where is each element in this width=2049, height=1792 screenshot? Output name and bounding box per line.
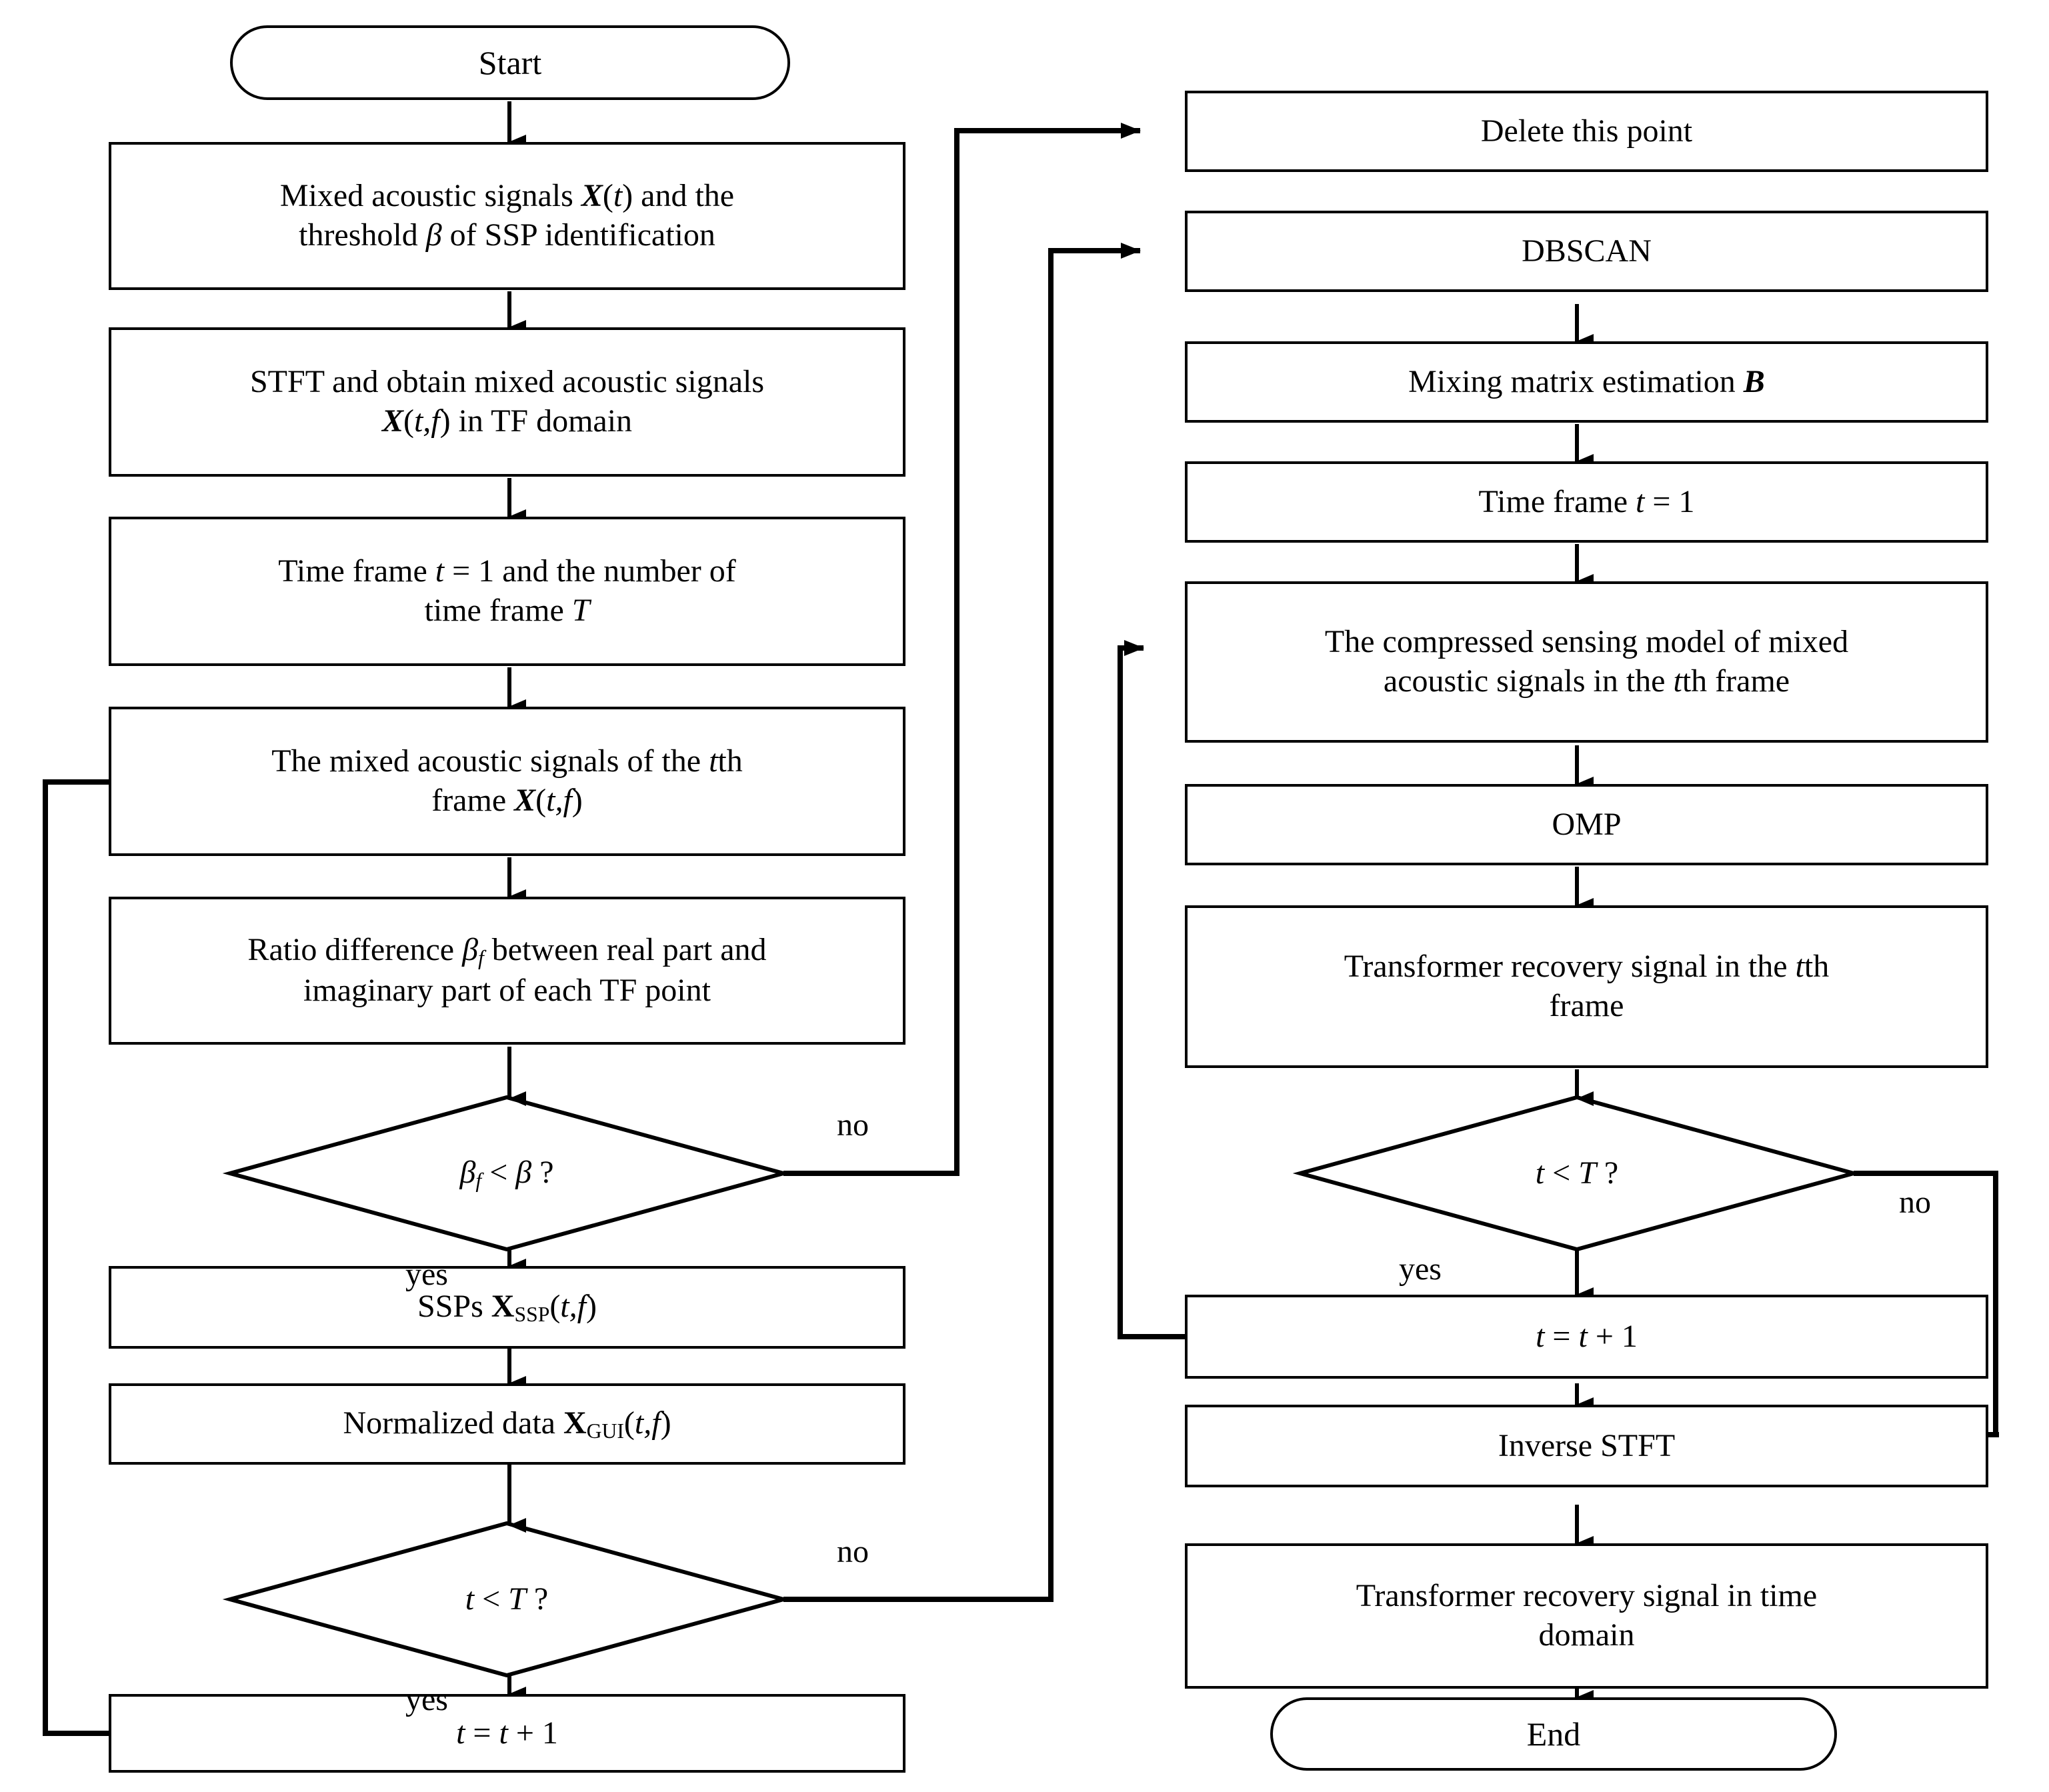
node-omp-label: OMP	[1552, 806, 1622, 842]
node-cs-model-label: The compressed sensing model of mixed ac…	[1324, 624, 1849, 699]
edge-label-tT-right-no: no	[1899, 1185, 1931, 1220]
edge-label-tT-left-no: no	[837, 1534, 869, 1569]
node-increment-left[interactable]: t = t + 1	[109, 1694, 905, 1773]
node-ssps-label: SSPs XSSP(t,f)	[417, 1288, 597, 1326]
node-inverse-stft-label: Inverse STFT	[1498, 1427, 1676, 1463]
node-mixed-tth[interactable]: The mixed acoustic signals of the tth fr…	[109, 707, 905, 856]
node-decision-tT-right-label: t < T ?	[1535, 1155, 1619, 1191]
node-increment-left-label: t = t + 1	[456, 1715, 558, 1751]
node-omp[interactable]: OMP	[1185, 784, 1988, 865]
node-start[interactable]: Start	[230, 25, 790, 100]
node-mixing-matrix-label: Mixing matrix estimation B	[1408, 363, 1765, 399]
node-mixed-tth-label: The mixed acoustic signals of the tth fr…	[271, 743, 743, 818]
node-recovery-time[interactable]: Transformer recovery signal in time doma…	[1185, 1543, 1988, 1689]
edge-label-tT-right-yes: yes	[1399, 1251, 1442, 1287]
node-increment-right[interactable]: t = t + 1	[1185, 1295, 1988, 1379]
node-decision-beta[interactable]: βf < β ?	[230, 1097, 783, 1249]
beta-no-path	[783, 123, 1141, 1176]
node-recovery-time-label: Transformer recovery signal in time doma…	[1356, 1578, 1818, 1653]
tT-right-no-path	[1854, 1171, 1999, 1437]
node-dbscan[interactable]: DBSCAN	[1185, 211, 1988, 292]
node-timeframe-init-label: Time frame t = 1 and the number of time …	[278, 553, 736, 628]
node-inverse-stft[interactable]: Inverse STFT	[1185, 1405, 1988, 1487]
node-delete-point[interactable]: Delete this point	[1185, 91, 1988, 172]
edge-label-beta-no: no	[837, 1107, 869, 1143]
node-stft-label: STFT and obtain mixed acoustic signals X…	[249, 364, 765, 439]
node-increment-right-label: t = t + 1	[1536, 1318, 1638, 1354]
node-timeframe-init[interactable]: Time frame t = 1 and the number of time …	[109, 517, 905, 666]
edge-label-tT-left-yes: yes	[405, 1682, 448, 1717]
node-dbscan-label: DBSCAN	[1522, 233, 1652, 269]
node-cs-model[interactable]: The compressed sensing model of mixed ac…	[1185, 581, 1988, 743]
node-start-label: Start	[478, 43, 542, 81]
edge-label-beta-yes: yes	[405, 1257, 448, 1292]
node-normalized[interactable]: Normalized data XGUI(t,f)	[109, 1383, 905, 1465]
node-mixing-matrix[interactable]: Mixing matrix estimation B	[1185, 341, 1988, 423]
node-decision-tT-right[interactable]: t < T ?	[1300, 1097, 1854, 1249]
node-recovery-tth-label: Transformer recovery signal in the tth f…	[1344, 949, 1830, 1023]
node-stft[interactable]: STFT and obtain mixed acoustic signals X…	[109, 327, 905, 477]
node-end-label: End	[1526, 1715, 1581, 1753]
node-decision-beta-label: βf < β ?	[459, 1154, 554, 1192]
node-end[interactable]: End	[1270, 1697, 1837, 1771]
node-mixed-signals-label: Mixed acoustic signals X(t) and the thre…	[279, 178, 735, 253]
node-normalized-label: Normalized data XGUI(t,f)	[343, 1405, 671, 1443]
decision-tT-left-shape	[222, 1521, 791, 1678]
tT-left-no-path	[783, 243, 1141, 1602]
node-ratio-diff-label: Ratio difference βf between real part an…	[247, 932, 767, 1009]
node-decision-tT-left-label: t < T ?	[465, 1581, 549, 1617]
node-delete-point-label: Delete this point	[1480, 113, 1693, 149]
node-recovery-tth[interactable]: Transformer recovery signal in the tth f…	[1185, 905, 1988, 1068]
node-mixed-signals[interactable]: Mixed acoustic signals X(t) and the thre…	[109, 142, 905, 290]
node-timeframe-right-label: Time frame t = 1	[1478, 483, 1695, 519]
node-timeframe-right[interactable]: Time frame t = 1	[1185, 461, 1988, 543]
node-ssps[interactable]: SSPs XSSP(t,f)	[109, 1266, 905, 1349]
node-decision-tT-left[interactable]: t < T ?	[230, 1523, 783, 1675]
decision-beta-shape	[222, 1095, 791, 1252]
right-loopback	[1118, 640, 1185, 1339]
node-ratio-diff[interactable]: Ratio difference βf between real part an…	[109, 897, 905, 1045]
